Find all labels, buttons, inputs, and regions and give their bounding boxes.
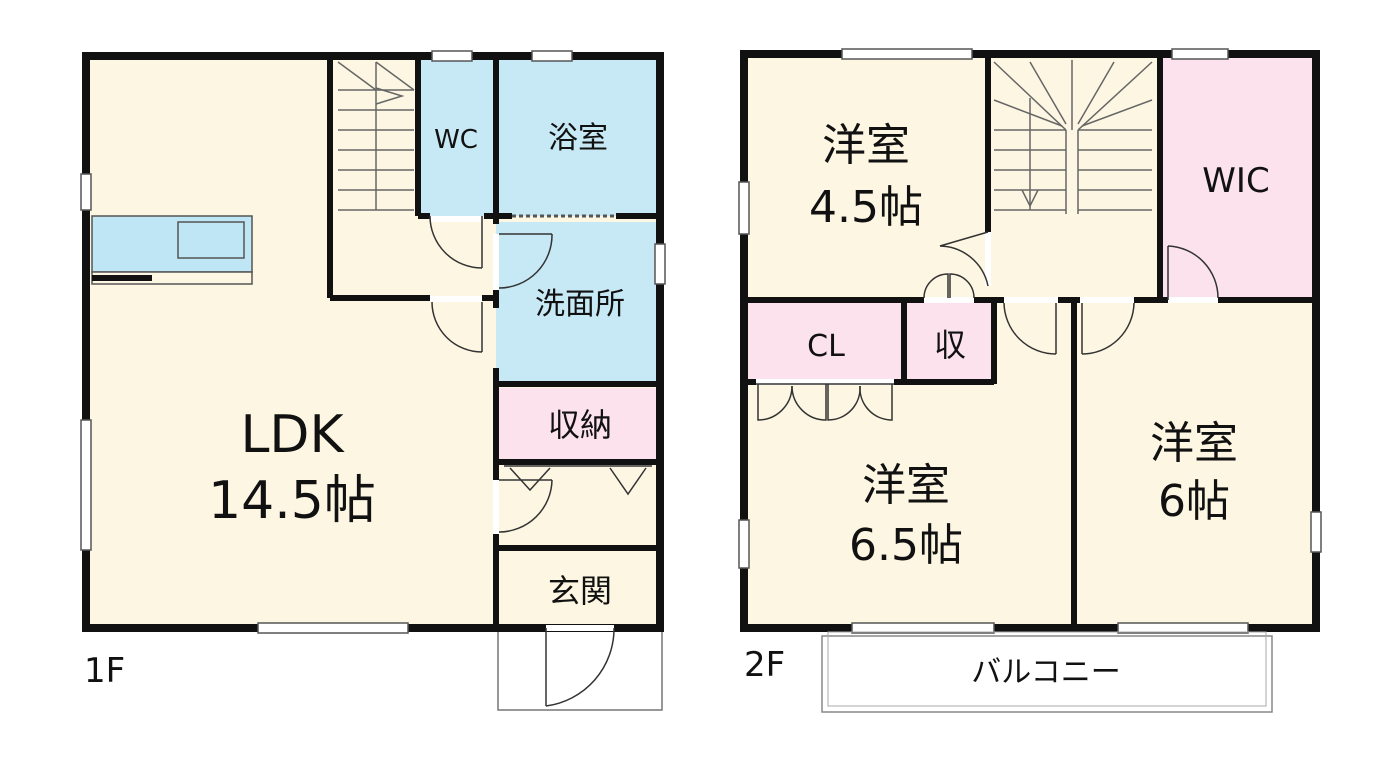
small-storage-label: 収 <box>934 326 966 364</box>
closet-area <box>744 302 902 380</box>
room-a-name-label: 洋室 <box>822 120 910 171</box>
floor-2f: 洋室 4.5帖 WIC CL 収 洋室 6.5帖 洋室 6帖 バルコニー 2F <box>738 48 1322 713</box>
room-c-size-label: 6帖 <box>1158 476 1230 527</box>
walls-1f <box>327 56 660 628</box>
room-b-name-label: 洋室 <box>862 460 950 511</box>
balcony-outline <box>821 635 1273 713</box>
small-storage-area <box>906 302 992 380</box>
ldk-size-label: 14.5帖 <box>208 471 376 531</box>
wc-label: WC <box>434 125 478 155</box>
balcony-label: バルコニー <box>971 655 1120 690</box>
doors-2f <box>756 231 1219 421</box>
room-a-size-label: 4.5帖 <box>809 182 923 233</box>
stairs-1f <box>337 61 415 211</box>
outer-wall-2f <box>740 50 1320 632</box>
closet-label: CL <box>807 329 845 364</box>
floor-1f: LDK 14.5帖 WC 浴室 洗面所 収納 玄関 1F <box>80 50 666 711</box>
washroom-area <box>496 222 660 382</box>
storage-label-1f: 収納 <box>548 406 612 444</box>
room-b-size-label: 6.5帖 <box>849 520 963 571</box>
windows-1f <box>80 50 666 634</box>
storage-area <box>496 388 660 460</box>
sink-icon <box>177 221 245 259</box>
entrance-label: 玄関 <box>548 572 612 610</box>
ldk-name-label: LDK <box>240 405 345 465</box>
washroom-label: 洗面所 <box>535 287 625 322</box>
stairs-2f <box>993 60 1153 214</box>
wc-area <box>418 56 496 216</box>
doors-1f <box>429 215 652 707</box>
bath-label: 浴室 <box>548 121 608 156</box>
floor-2f-label: 2F <box>744 645 785 685</box>
room-c-name-label: 洋室 <box>1150 418 1238 469</box>
wic-area <box>1160 54 1316 300</box>
balcony-inner <box>827 631 1267 707</box>
floor-1f-label: 1F <box>84 651 125 691</box>
wic-label: WIC <box>1202 161 1269 201</box>
porch-outline <box>497 632 663 711</box>
bath-area <box>496 56 660 216</box>
windows-2f <box>738 48 1322 634</box>
